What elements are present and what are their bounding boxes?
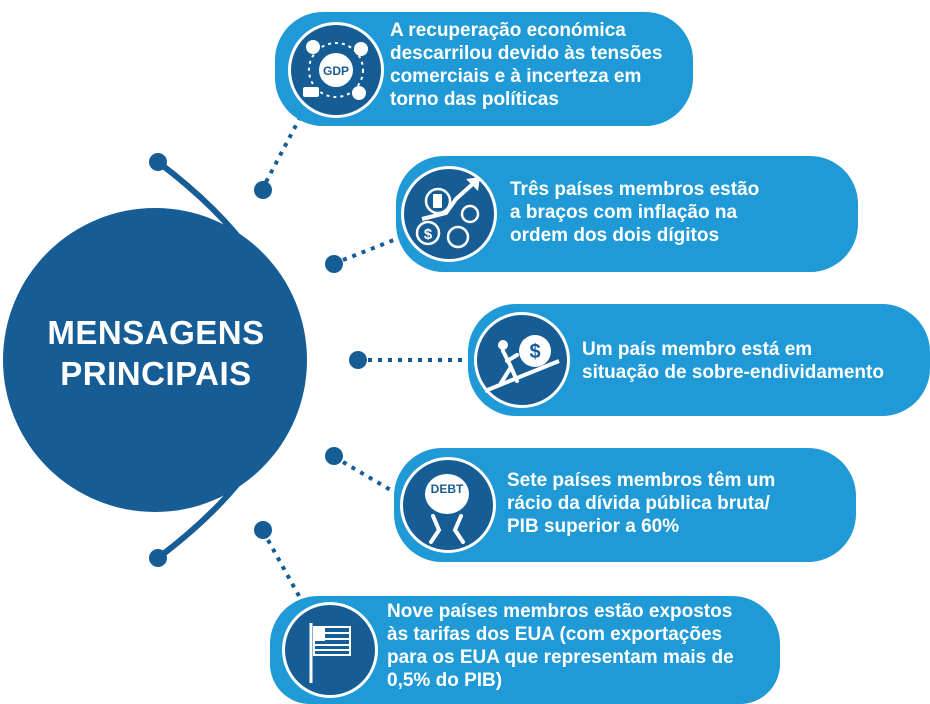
arc-endpoint-bottom [149, 549, 167, 567]
us-flag-icon [282, 602, 378, 698]
message-4-line-1: Sete países membros têm um [507, 470, 776, 491]
message-text-4: Sete países membros têm um rácio da dívi… [507, 469, 847, 538]
message-1-line-3: comerciais e à incerteza em [390, 66, 642, 87]
message-card-2: $ Três países membros estão a braços com… [396, 156, 858, 272]
message-2-line-3: ordem dos dois dígitos [510, 225, 720, 246]
message-card-4: DEBT Sete países membros têm um rácio da… [394, 448, 856, 562]
center-circle [3, 208, 307, 512]
main-title-line-2: PRINCIPAIS [60, 355, 252, 392]
message-card-3: $ Um país membro está em situação de sob… [468, 304, 930, 416]
message-1-line-1: A recuperação económica [390, 20, 626, 41]
arc-node-1 [254, 181, 272, 199]
message-5-line-4: 0,5% do PIB) [387, 670, 503, 691]
message-2-line-1: Três países membros estão [510, 179, 760, 200]
connector-1 [264, 111, 305, 183]
message-text-2: Três países membros estão a braços com i… [510, 178, 850, 247]
svg-text:$: $ [529, 341, 540, 363]
message-3-line-2: situação de sobre-endividamento [582, 362, 884, 383]
debt-uphill-icon: $ [474, 312, 570, 408]
message-5-line-3: para os EUA que representam mais de [387, 647, 734, 668]
message-card-5: Nove países membros estão expostos às ta… [270, 596, 780, 704]
arc-node-2 [325, 255, 343, 273]
connector-5 [266, 539, 306, 606]
message-2-line-2: a braços com inflação na [510, 202, 738, 223]
message-card-1: GDP A recuperação económica descarrilou … [275, 12, 693, 126]
message-5-line-1: Nove países membros estão expostos [387, 601, 733, 622]
message-1-line-4: torno das políticas [390, 89, 559, 110]
arc-node-3 [349, 351, 367, 369]
gdp-globe-icon: GDP [288, 22, 384, 118]
arc-node-5 [254, 521, 272, 539]
main-title-line-1: MENSAGENS [47, 314, 265, 351]
message-4-line-2: rácio da dívida pública bruta/ [507, 493, 770, 514]
message-5-line-2: às tarifas dos EUA (com exportações [387, 624, 723, 645]
message-text-5: Nove países membros estão expostos às ta… [387, 600, 777, 692]
message-4-line-3: PIB superior a 60% [507, 516, 680, 537]
svg-text:$: $ [424, 226, 433, 243]
debt-label: DEBT [431, 482, 464, 496]
connector-arc [156, 159, 292, 561]
connector-2 [342, 234, 405, 262]
main-title: MENSAGENS PRINCIPAIS [0, 312, 312, 394]
message-text-3: Um país membro está em situação de sobre… [582, 338, 928, 384]
gdp-label: GDP [323, 64, 349, 78]
arc-node-4 [325, 447, 343, 465]
message-1-line-2: descarrilou devido às tensões [390, 43, 663, 64]
debt-burden-icon: DEBT [400, 457, 496, 553]
inflation-icon: $ [401, 166, 497, 262]
connector-4 [341, 460, 396, 494]
message-text-1: A recuperação económica descarrilou devi… [390, 19, 690, 111]
arc-endpoint-top [149, 153, 167, 171]
message-3-line-1: Um país membro está em [582, 339, 813, 360]
